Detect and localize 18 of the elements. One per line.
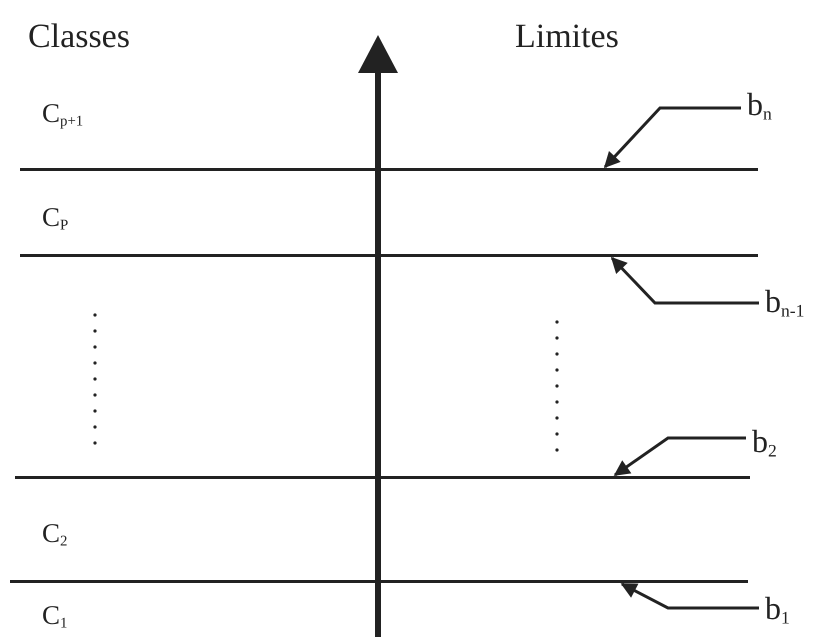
boundary-label: b$_{1}$ <box>765 592 790 627</box>
leader-line <box>604 106 741 168</box>
boundary-line <box>20 254 758 257</box>
column-heading: Limites <box>515 20 619 54</box>
leader-line <box>614 436 746 476</box>
boundary-line <box>20 168 758 171</box>
class-label: C$_{P}$ <box>42 204 68 234</box>
class-label: C$_{p+1}$ <box>42 100 84 130</box>
leader-line <box>620 582 759 610</box>
class-label: C$_{1}$ <box>42 602 68 632</box>
boundary-label: b$_{n-1}$ <box>765 285 804 320</box>
boundary-label: b$_{2}$ <box>752 425 777 460</box>
leader-line <box>610 256 759 304</box>
boundary-label: b$_{n}$ <box>747 88 772 123</box>
boundary-line <box>15 476 750 479</box>
boundary-line <box>10 580 748 583</box>
class-label: C$_{2}$ <box>42 520 68 550</box>
column-heading: Classes <box>28 20 130 54</box>
